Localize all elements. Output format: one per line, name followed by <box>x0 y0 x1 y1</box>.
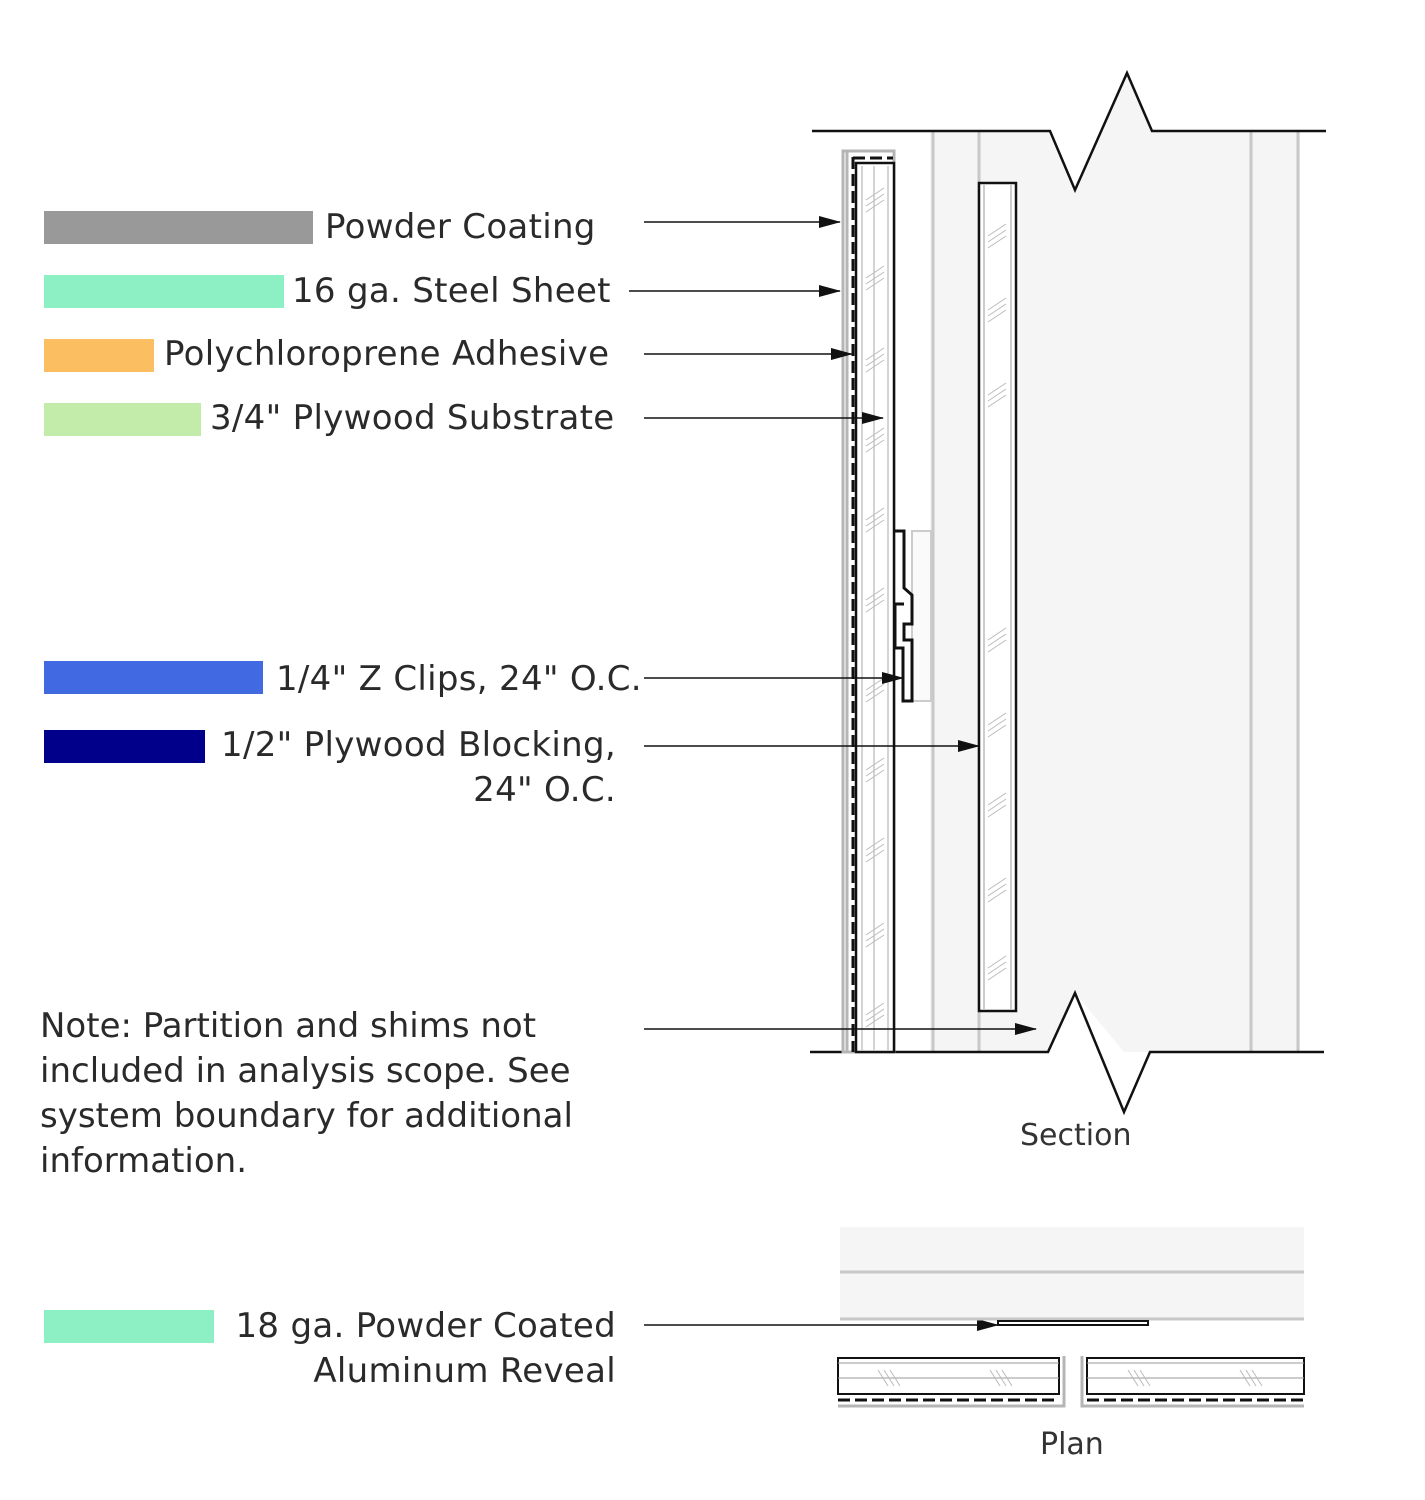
label-z-clips: 1/4" Z Clips, 24" O.C. <box>276 659 642 699</box>
label-adhesive: Polychloroprene Adhesive <box>164 334 610 374</box>
plywood-blocking <box>977 181 1018 1013</box>
label-aluminum-reveal-line2: Aluminum Reveal <box>313 1351 616 1391</box>
scope-note: Note: Partition and shims not included i… <box>40 1006 573 1181</box>
label-steel-sheet: 16 ga. Steel Sheet <box>292 271 611 311</box>
swatch-z-clips <box>44 661 263 694</box>
plan-caption: Plan <box>1040 1427 1104 1462</box>
swatch-adhesive <box>44 339 154 372</box>
label-aluminum-reveal-line1: 18 ga. Powder Coated <box>235 1306 616 1346</box>
partition-wall <box>810 69 1326 1116</box>
swatch-aluminum-reveal <box>44 1310 214 1343</box>
label-powder-coating: Powder Coating <box>325 207 596 247</box>
label-plywood-blocking-line1: 1/2" Plywood Blocking, <box>221 725 616 765</box>
swatch-plywood-substrate <box>44 403 201 436</box>
leader-arrows <box>629 216 1037 1331</box>
swatch-plywood-blocking <box>44 730 205 763</box>
wall-panel-section <box>841 149 896 1054</box>
section-caption: Section <box>1020 1118 1132 1153</box>
swatch-steel-sheet <box>44 275 284 308</box>
label-plywood-substrate: 3/4" Plywood Substrate <box>210 398 615 438</box>
z-clip <box>893 529 932 703</box>
plan-view <box>837 1227 1305 1408</box>
label-plywood-blocking-line2: 24" O.C. <box>473 770 616 810</box>
swatch-powder-coating <box>44 211 313 244</box>
